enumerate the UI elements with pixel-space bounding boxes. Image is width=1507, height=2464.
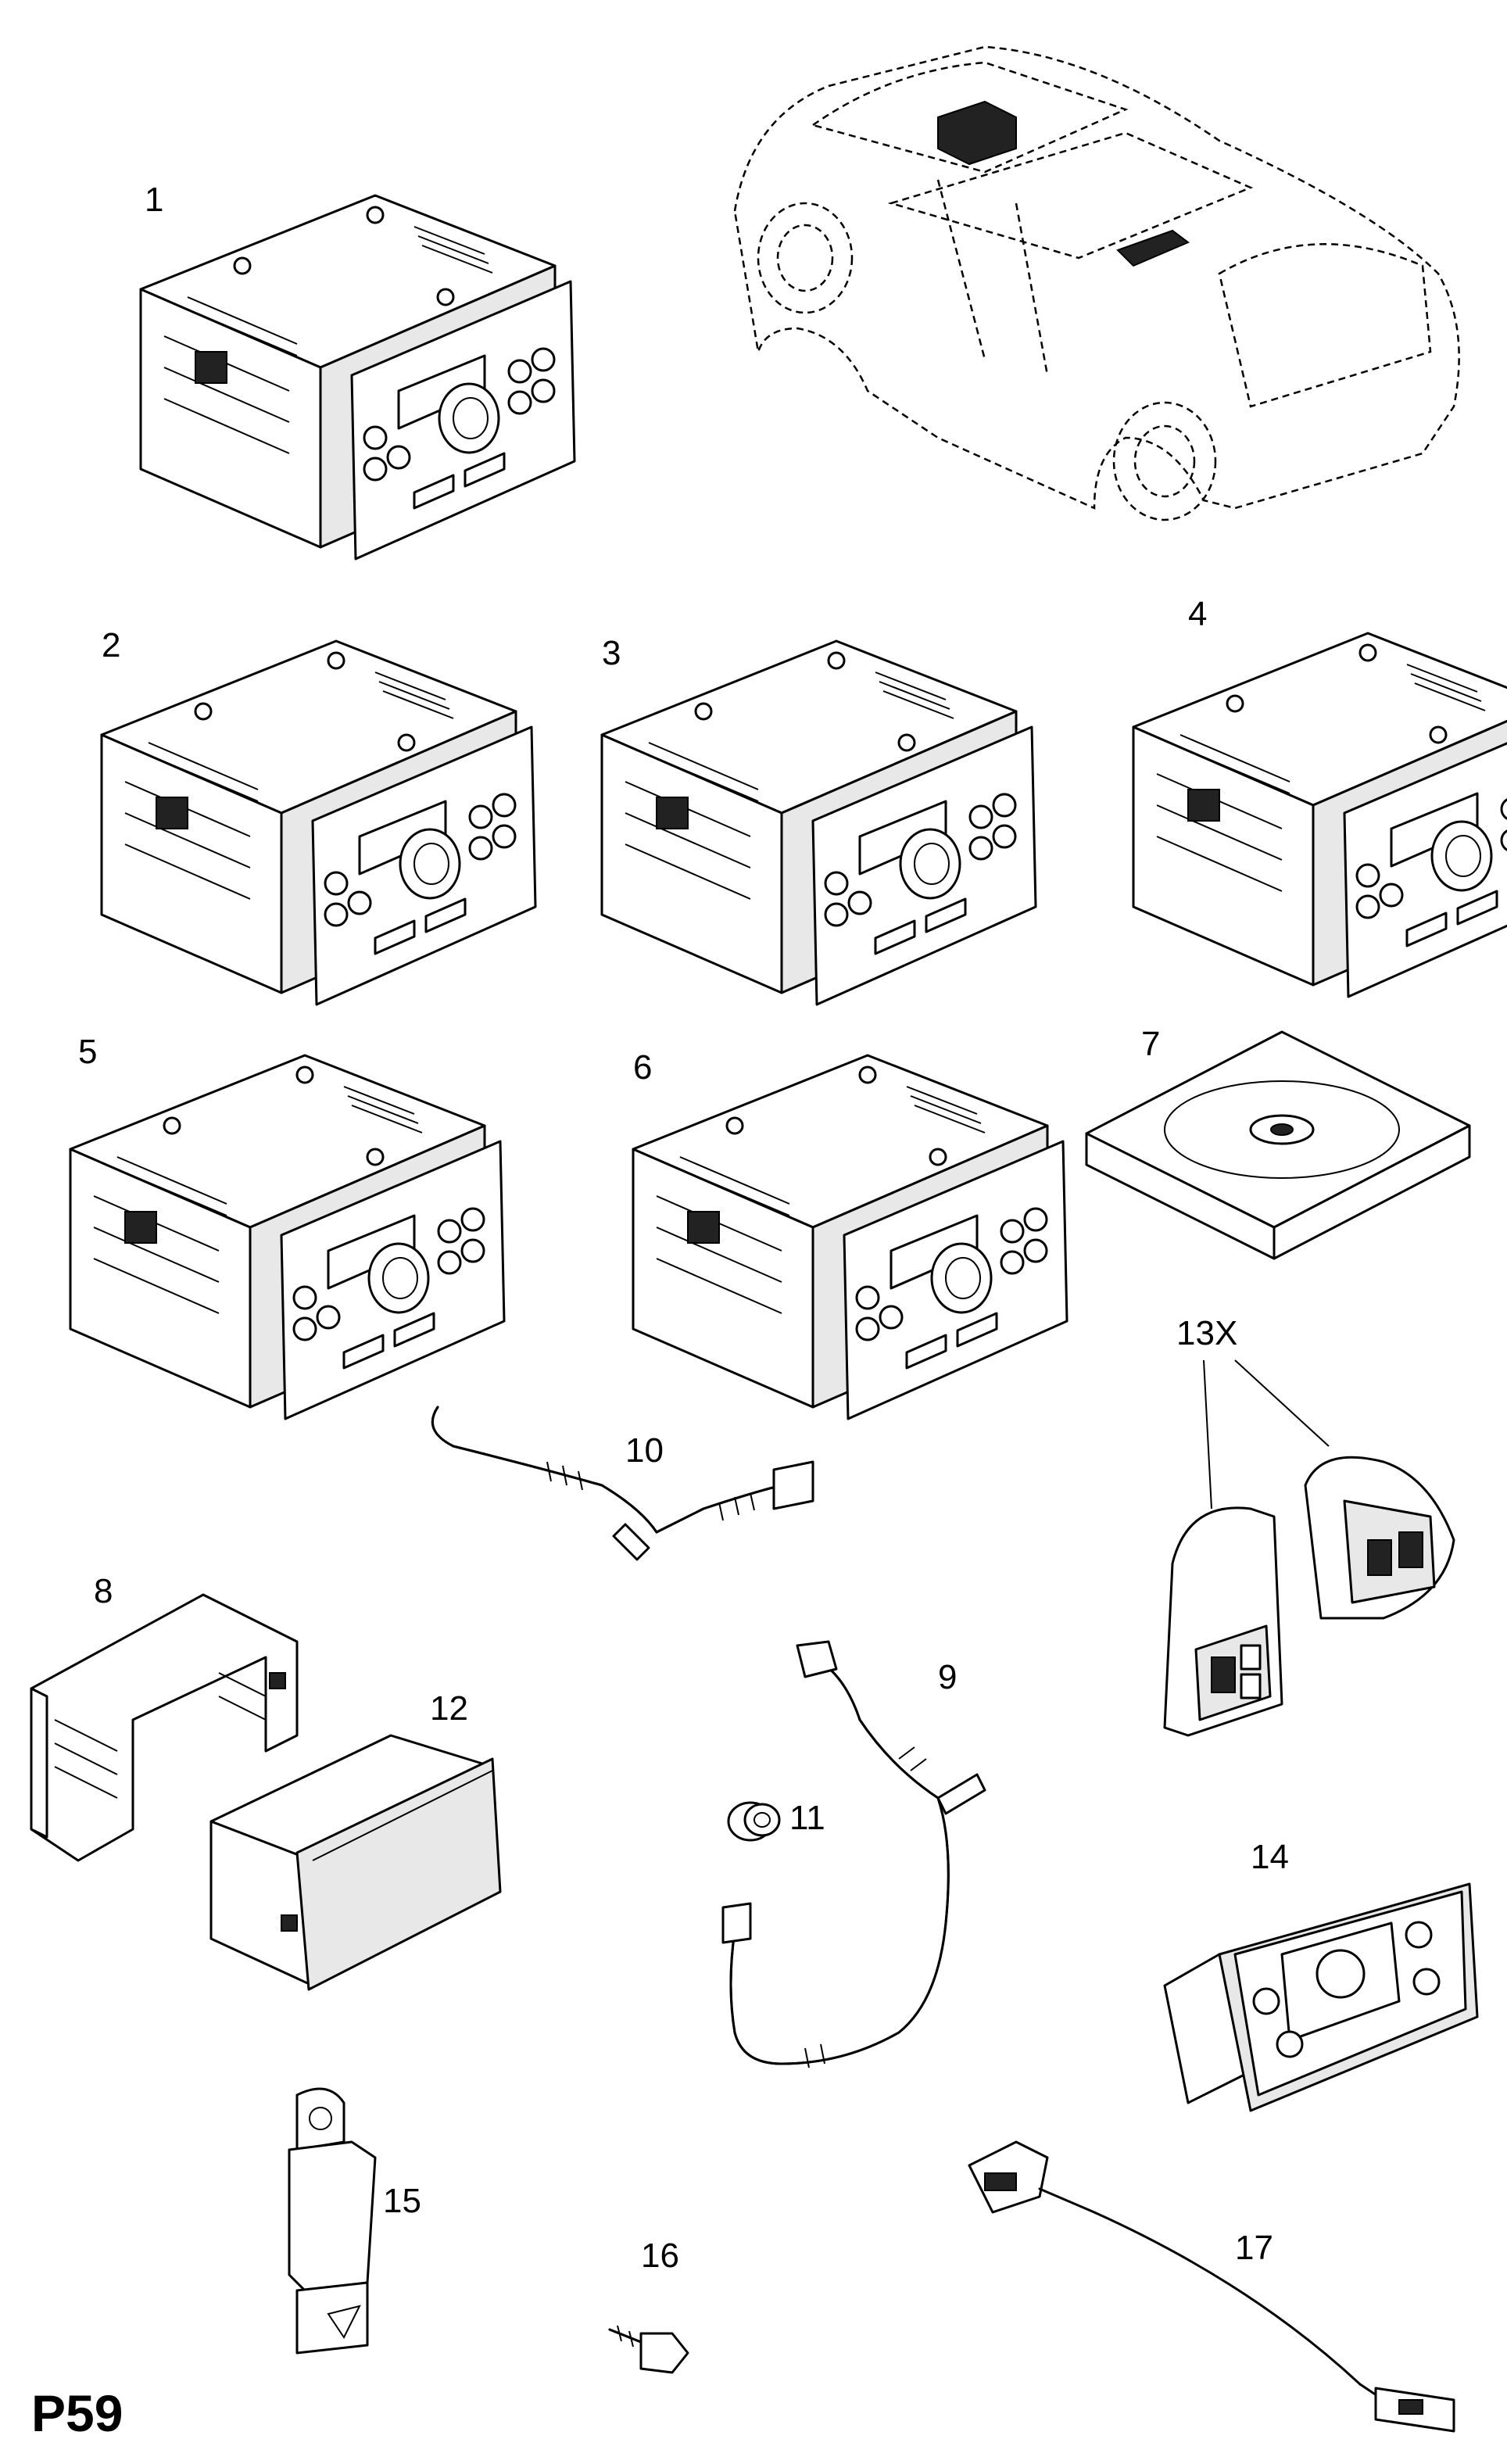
callout-11: 11	[789, 1799, 825, 1837]
callout-12: 12	[430, 1689, 468, 1728]
callout-3: 3	[602, 634, 621, 672]
control-location-marker	[1116, 229, 1190, 267]
callout-4: 4	[1188, 595, 1207, 633]
steering-wheel-controls-13x	[1163, 1359, 1455, 1737]
radio-location-marker	[937, 100, 1017, 166]
radio-unit-6	[632, 1054, 1069, 1420]
vehicle-location-view	[733, 45, 1460, 521]
callout-7: 7	[1141, 1025, 1160, 1063]
radio-unit-4	[1132, 632, 1507, 998]
callout-13x: 13X	[1176, 1314, 1237, 1352]
radio-unit-3	[600, 639, 1037, 1006]
callout-14: 14	[1251, 1838, 1289, 1876]
page-code: P59	[31, 2384, 123, 2442]
screw-16	[608, 2325, 689, 2374]
callout-5: 5	[78, 1033, 97, 1071]
callout-15: 15	[383, 2182, 421, 2220]
callout-17: 17	[1235, 2229, 1273, 2267]
antenna-cable-9	[721, 1640, 986, 2068]
callout-2: 2	[102, 626, 120, 664]
radio-unit-2	[100, 639, 537, 1006]
navigation-disc-7	[1085, 1030, 1471, 1260]
radio-unit-1	[139, 194, 576, 560]
antenna-cable-10	[431, 1406, 814, 1561]
control-panel-14	[1163, 1882, 1479, 2112]
module-15	[288, 2087, 377, 2355]
callout-10: 10	[625, 1431, 664, 1470]
callout-1: 1	[145, 181, 163, 219]
callout-8: 8	[94, 1572, 113, 1610]
aux-cable-17	[968, 2140, 1455, 2433]
callout-16: 16	[641, 2237, 679, 2275]
callout-6: 6	[633, 1048, 652, 1087]
storage-compartment-12	[209, 1734, 502, 1991]
grommet-11	[727, 1801, 781, 1842]
mounting-bracket-8	[30, 1593, 299, 1862]
radio-unit-5	[69, 1054, 506, 1420]
callout-9: 9	[938, 1658, 957, 1696]
